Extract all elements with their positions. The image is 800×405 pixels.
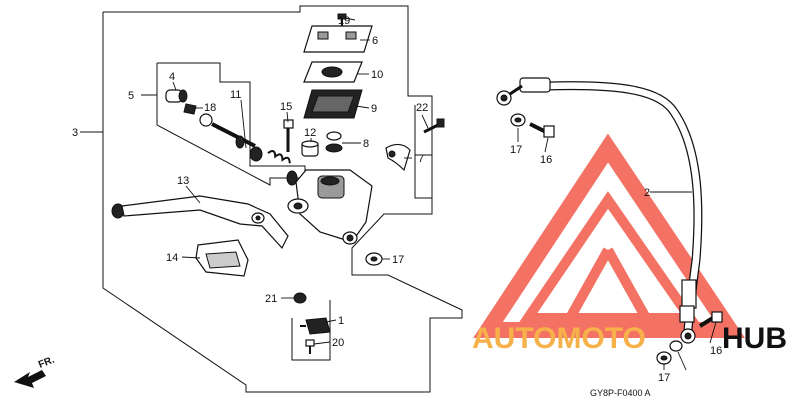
callout-15: 15 [280,101,292,113]
diaphragm [303,89,363,119]
callout-14: 14 [166,252,178,264]
callout-12: 12 [304,127,316,139]
nut-21 [293,292,307,304]
callout-17-middle: 17 [392,254,404,266]
brake-lever [111,195,289,250]
leader-lines [172,17,717,371]
upper-oil-bolt [529,122,555,138]
callout-3: 3 [72,127,78,139]
diagram-code: GY8P-F0400 A [590,388,651,398]
callout-1: 1 [338,315,344,327]
sealing-washer-middle [365,252,383,266]
callout-13: 13 [177,175,189,187]
callout-11: 11 [230,89,241,101]
callout-17-upper: 17 [510,144,522,156]
holder-bolt [423,118,445,134]
assembly-outline [102,5,463,393]
callout-22: 22 [416,102,428,114]
master-cylinder-body [287,169,373,245]
callout-16-upper: 16 [540,154,552,166]
watermark-suffix: HUB [722,322,787,355]
callout-10: 10 [371,69,383,81]
cap-plate [303,61,363,83]
callout-labels: 19 6 10 9 8 22 7 3 5 4 18 11 15 12 13 14… [72,15,722,384]
callout-4: 4 [169,71,175,83]
callout-21: 21 [265,293,277,305]
watermark-logo [473,133,745,338]
callout-17-lower: 17 [658,372,670,384]
brake-light-switch-bracket [195,239,249,277]
front-label: FR. [37,354,56,370]
watermark-text: AUTOMOTO HUB [472,322,787,355]
callout-20: 20 [332,337,344,349]
upper-washer [510,113,526,127]
piston-kit [165,89,298,186]
switch-screw [305,339,315,354]
callout-2: 2 [644,187,650,199]
reservoir-boot [301,140,319,157]
front-arrow-icon [14,370,46,388]
watermark-prefix: AUTOMOTO [472,322,646,355]
subassembly-outline [156,62,306,186]
o-ring-8 [325,131,343,153]
lower-washer-right [669,340,683,352]
callout-5: 5 [128,90,134,102]
front-direction-indicator: FR. [14,354,56,388]
callout-6: 6 [372,35,378,47]
callout-7: 7 [418,153,424,165]
callout-18: 18 [204,102,216,114]
holder [385,143,411,172]
lower-oil-bolt [698,311,723,328]
callout-19: 19 [338,15,350,27]
callout-8: 8 [363,138,369,150]
lower-washer-left [656,351,672,365]
reservoir-cap [303,25,373,53]
callout-16-lower: 16 [710,345,722,357]
brake-hose [496,77,703,344]
pivot-bolt [283,119,294,152]
front-stop-switch [300,317,331,335]
callout-9: 9 [371,103,377,115]
